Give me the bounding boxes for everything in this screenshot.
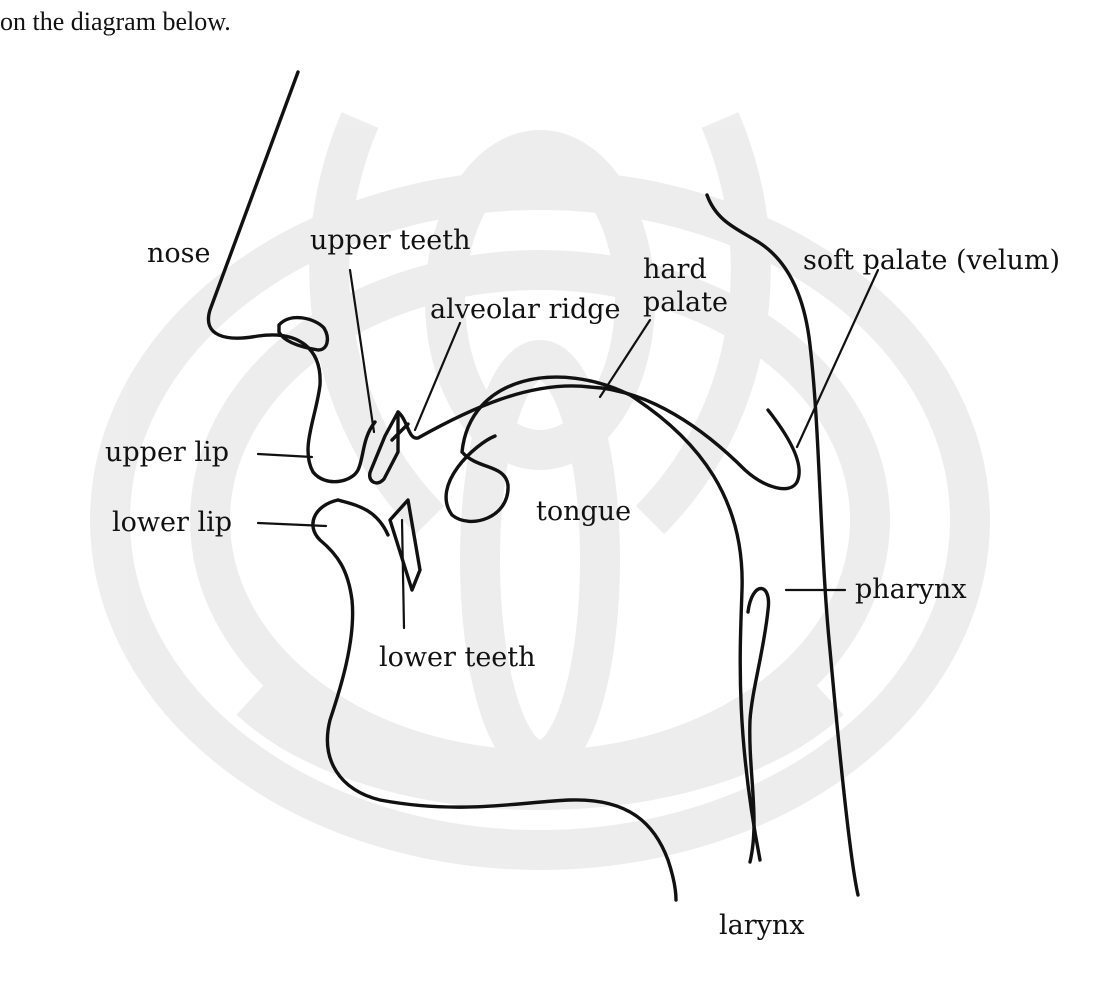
label-hard-palate-line1: hard <box>643 254 707 285</box>
label-alveolar-ridge: alveolar ridge <box>430 294 621 325</box>
label-nose: nose <box>147 238 210 269</box>
label-tongue: tongue <box>536 496 631 527</box>
label-lower-teeth: lower teeth <box>379 642 536 673</box>
leader-lower-teeth <box>402 520 404 628</box>
leader-upper-lip <box>258 454 312 457</box>
intro-text: on the diagram below. <box>0 7 231 36</box>
label-hard-palate-line2: palate <box>643 287 728 318</box>
label-upper-teeth: upper teeth <box>310 225 470 256</box>
label-upper-lip: upper lip <box>105 437 229 468</box>
lower-lip-inner <box>338 500 388 535</box>
label-lower-lip: lower lip <box>112 507 232 538</box>
leader-lower-lip <box>258 523 326 526</box>
label-larynx: larynx <box>719 910 805 941</box>
label-pharynx: pharynx <box>855 574 967 605</box>
label-soft-palate: soft palate (velum) <box>803 245 1060 276</box>
